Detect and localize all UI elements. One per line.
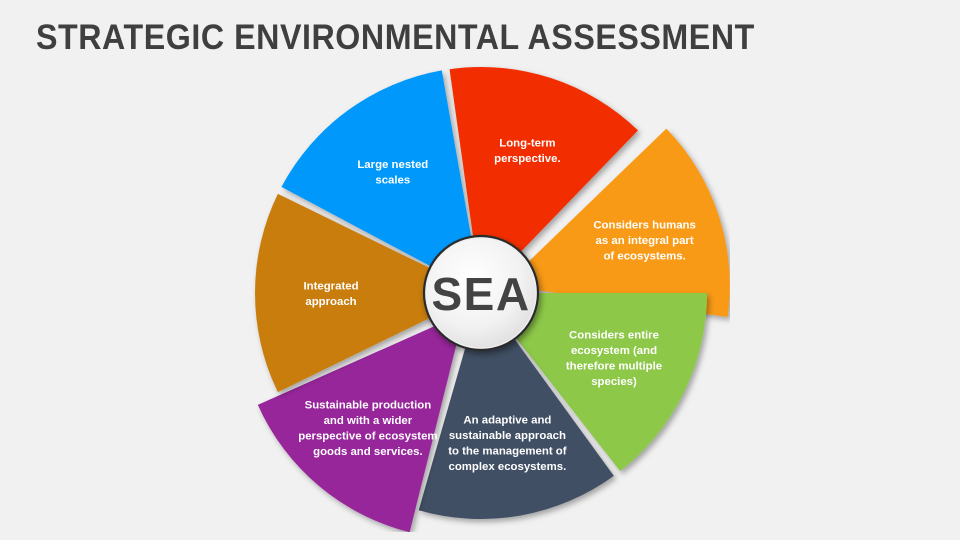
center-hub xyxy=(422,234,540,352)
pie-segment-long-term-perspective[interactable] xyxy=(449,67,638,293)
pie-segment-sustainable-production[interactable] xyxy=(257,312,465,532)
pie-segment-considers-entire-ecosystem[interactable] xyxy=(481,293,707,472)
page-title: STRATEGIC ENVIRONMENTAL ASSESSMENT xyxy=(36,18,755,57)
hub-circle-inner xyxy=(426,238,536,348)
pie-segment-integrated-approach[interactable] xyxy=(255,193,481,393)
pie-segments-layer xyxy=(255,67,730,532)
pie-segment-large-nested-scales[interactable] xyxy=(281,70,481,294)
pie-segment-considers-humans[interactable] xyxy=(503,128,730,318)
hub-label: SEA xyxy=(431,268,530,320)
